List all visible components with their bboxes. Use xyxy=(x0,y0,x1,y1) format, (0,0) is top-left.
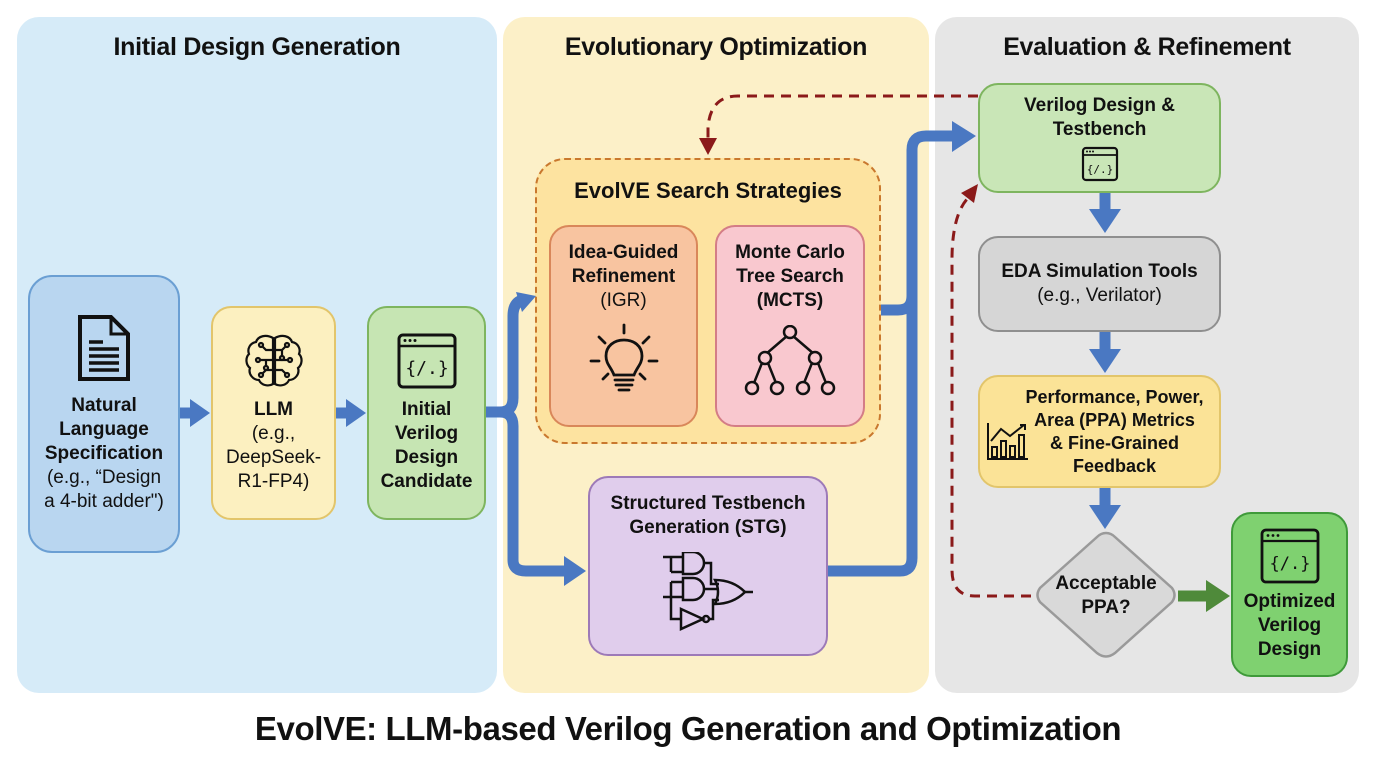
node-ppa-metrics: Performance, Power, Area (PPA) Metrics &… xyxy=(978,375,1221,488)
node-mcts: Monte Carlo Tree Search (MCTS) xyxy=(715,225,865,427)
node-stg: Structured Testbench Generation (STG) xyxy=(588,476,828,656)
node-title-line: Specification xyxy=(44,443,164,464)
node-igr: Idea-Guided Refinement (IGR) xyxy=(549,225,698,427)
panel-title: Evaluation & Refinement xyxy=(1003,33,1291,61)
figure-title: EvolVE: LLM-based Verilog Generation and… xyxy=(254,710,1122,747)
node-title-line: Design xyxy=(1257,638,1322,660)
code-window-icon: {/.} xyxy=(1081,146,1119,182)
node-optimized-verilog-design: {/.} Optimized Verilog Design xyxy=(1231,512,1348,677)
node-title-line: Optimized xyxy=(1243,590,1336,612)
document-icon xyxy=(77,314,131,382)
node-title-line: Feedback xyxy=(1072,455,1157,476)
tree-icon xyxy=(744,325,836,397)
node-decision-acceptable-ppa: Acceptable PPA? xyxy=(1031,530,1181,660)
node-title-line: Generation (STG) xyxy=(629,517,787,538)
panel-title: Initial Design Generation xyxy=(113,33,401,61)
node-subtitle: (e.g., Verilator) xyxy=(1037,285,1162,306)
node-title-line: Structured Testbench xyxy=(610,493,806,514)
node-title-line: Language xyxy=(59,419,149,440)
node-subtitle-line: DeepSeek- xyxy=(225,447,322,468)
bar-chart-trend-icon xyxy=(986,421,1030,461)
node-verilog-design-testbench: Verilog Design & Testbench {/.} xyxy=(978,83,1221,193)
node-title-line: & Fine-Grained xyxy=(1049,432,1179,453)
code-glyph: {/.} xyxy=(1086,163,1113,176)
node-title-line: Verilog xyxy=(1257,614,1322,636)
node-title: EDA Simulation Tools xyxy=(1001,261,1198,282)
search-strategies-title: EvolVE Search Strategies xyxy=(574,178,842,203)
code-glyph: {/.} xyxy=(405,358,448,379)
node-title-line: Refinement xyxy=(571,266,676,287)
node-subtitle-line: (e.g., “Design xyxy=(46,467,162,488)
node-title-line: (MCTS) xyxy=(756,290,824,311)
node-llm: LLM (e.g., DeepSeek- R1-FP4) xyxy=(211,306,336,520)
node-title-line: Performance, Power, xyxy=(1025,386,1204,407)
node-subtitle-line: (e.g., xyxy=(251,423,296,444)
panel-title: Evolutionary Optimization xyxy=(564,33,868,61)
node-title-line: Idea-Guided xyxy=(568,242,679,263)
brain-circuit-icon xyxy=(244,332,304,390)
node-title-line: Tree Search xyxy=(736,266,844,287)
node-title-line: Monte Carlo xyxy=(735,242,845,263)
node-subtitle-line: R1-FP4) xyxy=(237,471,310,492)
node-title-line: Initial xyxy=(401,399,452,420)
code-glyph: {/.} xyxy=(1269,554,1310,574)
logic-gates-icon xyxy=(663,552,753,636)
node-title-line: Design xyxy=(394,447,459,468)
node-title-line: Verilog xyxy=(394,423,459,444)
node-title: LLM xyxy=(253,399,294,420)
node-title-line: Natural xyxy=(71,395,137,416)
node-initial-verilog-candidate: {/.} Initial Verilog Design Candidate xyxy=(367,306,486,520)
lightbulb-icon xyxy=(589,323,659,395)
node-title-line: Testbench xyxy=(1052,119,1147,140)
code-window-icon: {/.} xyxy=(1260,528,1320,584)
node-subtitle: (IGR) xyxy=(600,290,647,311)
node-natural-language-spec: Natural Language Specification (e.g., “D… xyxy=(28,275,180,553)
node-title-line: Verilog Design & xyxy=(1024,95,1175,116)
node-title-line: Acceptable xyxy=(1055,573,1157,594)
node-title-line: PPA? xyxy=(1081,597,1131,618)
code-window-icon: {/.} xyxy=(396,332,458,390)
node-subtitle-line: a 4-bit adder") xyxy=(44,491,164,512)
node-title-line: Area (PPA) Metrics xyxy=(1034,409,1195,430)
node-title-line: Candidate xyxy=(380,471,473,492)
node-eda-simulation-tools: EDA Simulation Tools (e.g., Verilator) xyxy=(978,236,1221,332)
